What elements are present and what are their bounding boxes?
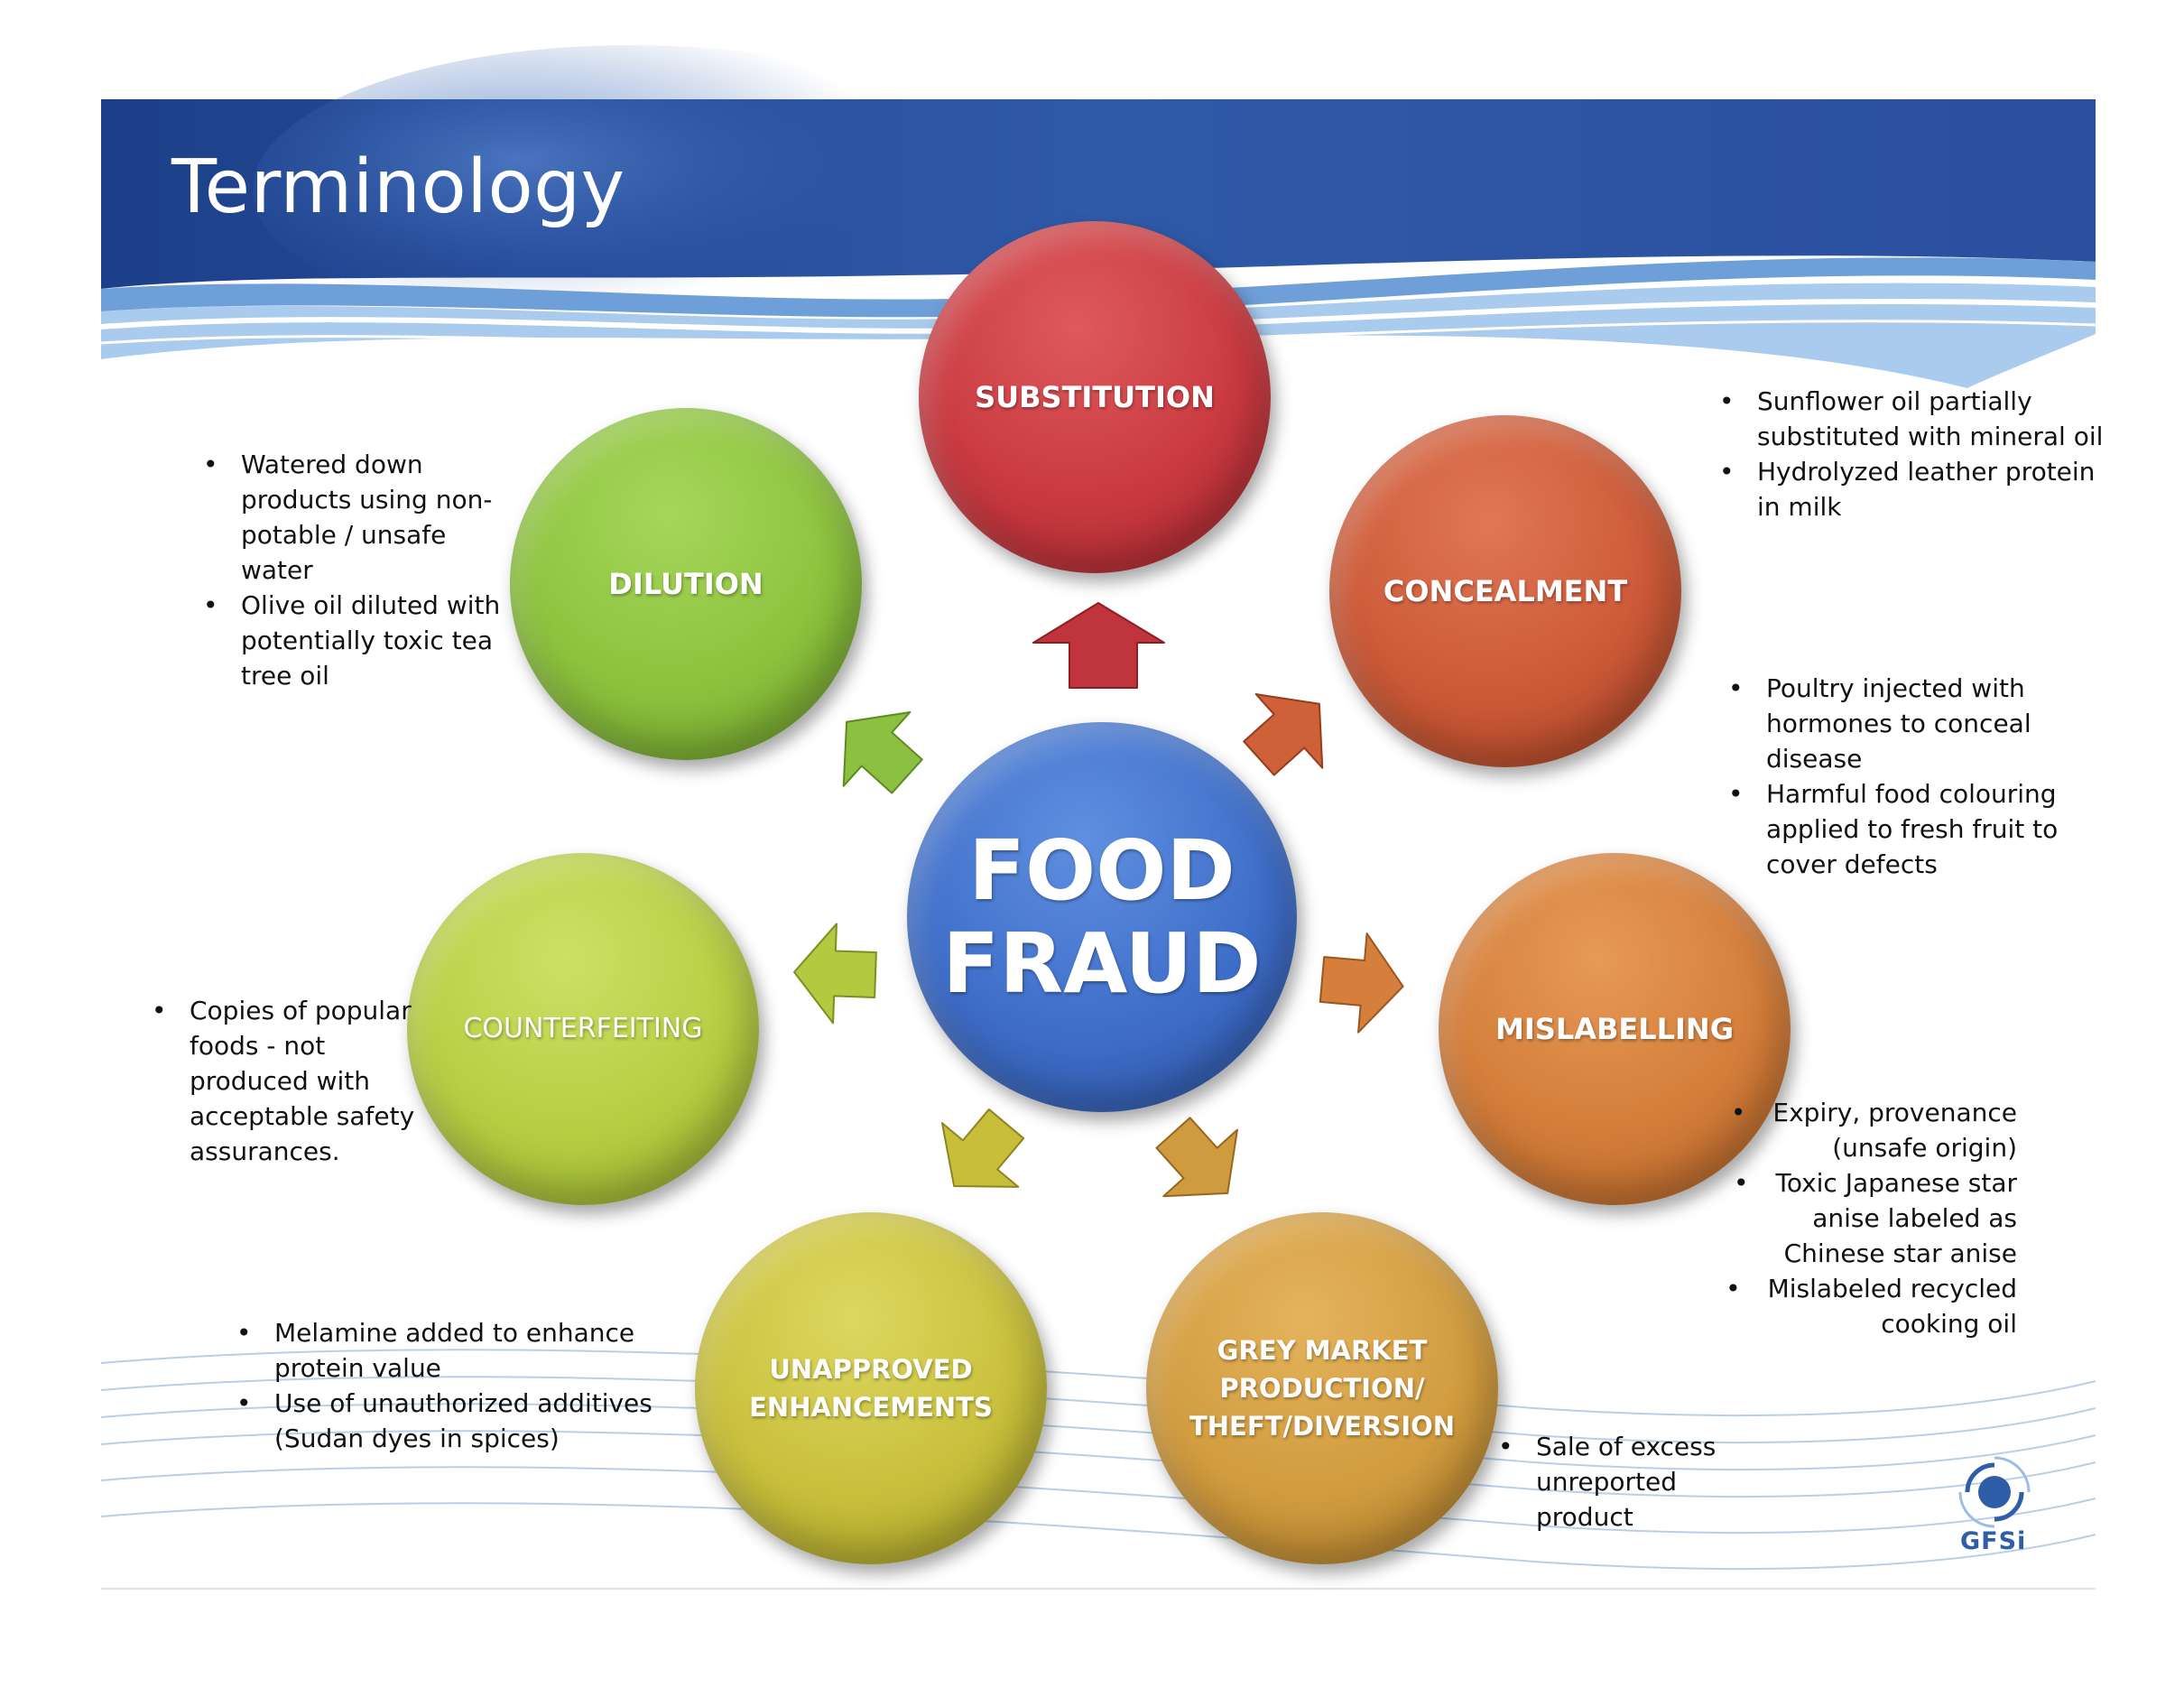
note-item: Watered down products using non-potable … (203, 447, 510, 588)
note-item: Expiry, provenance (unsafe origin) (1715, 1095, 2017, 1165)
arrow-dilution (842, 711, 923, 794)
note-item: Poultry injected with hormones to concea… (1728, 671, 2107, 776)
arrow-concealment (1243, 693, 1324, 776)
note-item: Olive oil diluted with potentially toxic… (203, 588, 510, 693)
label-food-fraud: FOOD FRAUD (942, 821, 1262, 1012)
arrow-unapproved (940, 1108, 1025, 1188)
label-dilution: DILUTION (608, 566, 763, 601)
label-unapproved-enhancements: UNAPPROVED ENHANCEMENTS (749, 1353, 993, 1423)
logo-text: GFSi (1960, 1527, 2027, 1555)
arrow-mislabelling (1319, 932, 1404, 1034)
note-item: Harmful food colouring applied to fresh … (1728, 776, 2107, 882)
label-grey-market: GREY MARKET PRODUCTION/ THEFT/DIVERSION (1189, 1334, 1456, 1442)
circle-unapproved-enhancements: UNAPPROVED ENHANCEMENTS (695, 1212, 1047, 1564)
note-item: Sale of excess unreported product (1498, 1429, 1724, 1535)
notes-mislabelling: Expiry, provenance (unsafe origin) Toxic… (1715, 1095, 2017, 1341)
note-item: Hydrolyzed leather protein in milk (1719, 454, 2107, 524)
note-item: Melamine added to enhance protein value (236, 1315, 661, 1386)
label-counterfeiting: COUNTERFEITING (463, 1013, 703, 1045)
arrow-counterfeiting (793, 923, 877, 1025)
label-concealment: CONCEALMENT (1383, 573, 1628, 608)
note-item: Toxic Japanese star anise labeled as Chi… (1715, 1165, 2017, 1271)
circle-counterfeiting: COUNTERFEITING (407, 853, 759, 1205)
arrow-grey-market (1155, 1117, 1238, 1198)
notes-concealment: Poultry injected with hormones to concea… (1728, 671, 2107, 882)
note-item: Mislabeled recycled cooking oil (1715, 1271, 2017, 1341)
notes-dilution: Watered down products using non-potable … (203, 447, 510, 693)
arrows (793, 602, 1404, 1198)
gfsi-logo-icon (1958, 1456, 2031, 1528)
circle-dilution: DILUTION (510, 408, 862, 760)
label-mislabelling: MISLABELLING (1495, 1011, 1734, 1046)
label-substitution: SUBSTITUTION (975, 379, 1215, 414)
notes-unapproved-enhancements: Melamine added to enhance protein value … (236, 1315, 661, 1456)
arrow-substitution (1032, 602, 1165, 689)
notes-counterfeiting: Copies of popular foods - not produced w… (152, 993, 440, 1169)
circle-food-fraud: FOOD FRAUD (907, 722, 1297, 1112)
circle-grey-market: GREY MARKET PRODUCTION/ THEFT/DIVERSION (1146, 1212, 1498, 1564)
page-title: Terminology (171, 144, 625, 230)
note-item: Use of unauthorized additives (Sudan dye… (236, 1386, 661, 1456)
circle-substitution: SUBSTITUTION (919, 221, 1271, 573)
note-item: Sunflower oil partially substituted with… (1719, 384, 2107, 454)
notes-substitution: Sunflower oil partially substituted with… (1719, 384, 2107, 524)
circle-concealment: CONCEALMENT (1329, 415, 1681, 767)
notes-grey-market: Sale of excess unreported product (1498, 1429, 1724, 1535)
note-item: Copies of popular foods - not produced w… (152, 993, 440, 1169)
